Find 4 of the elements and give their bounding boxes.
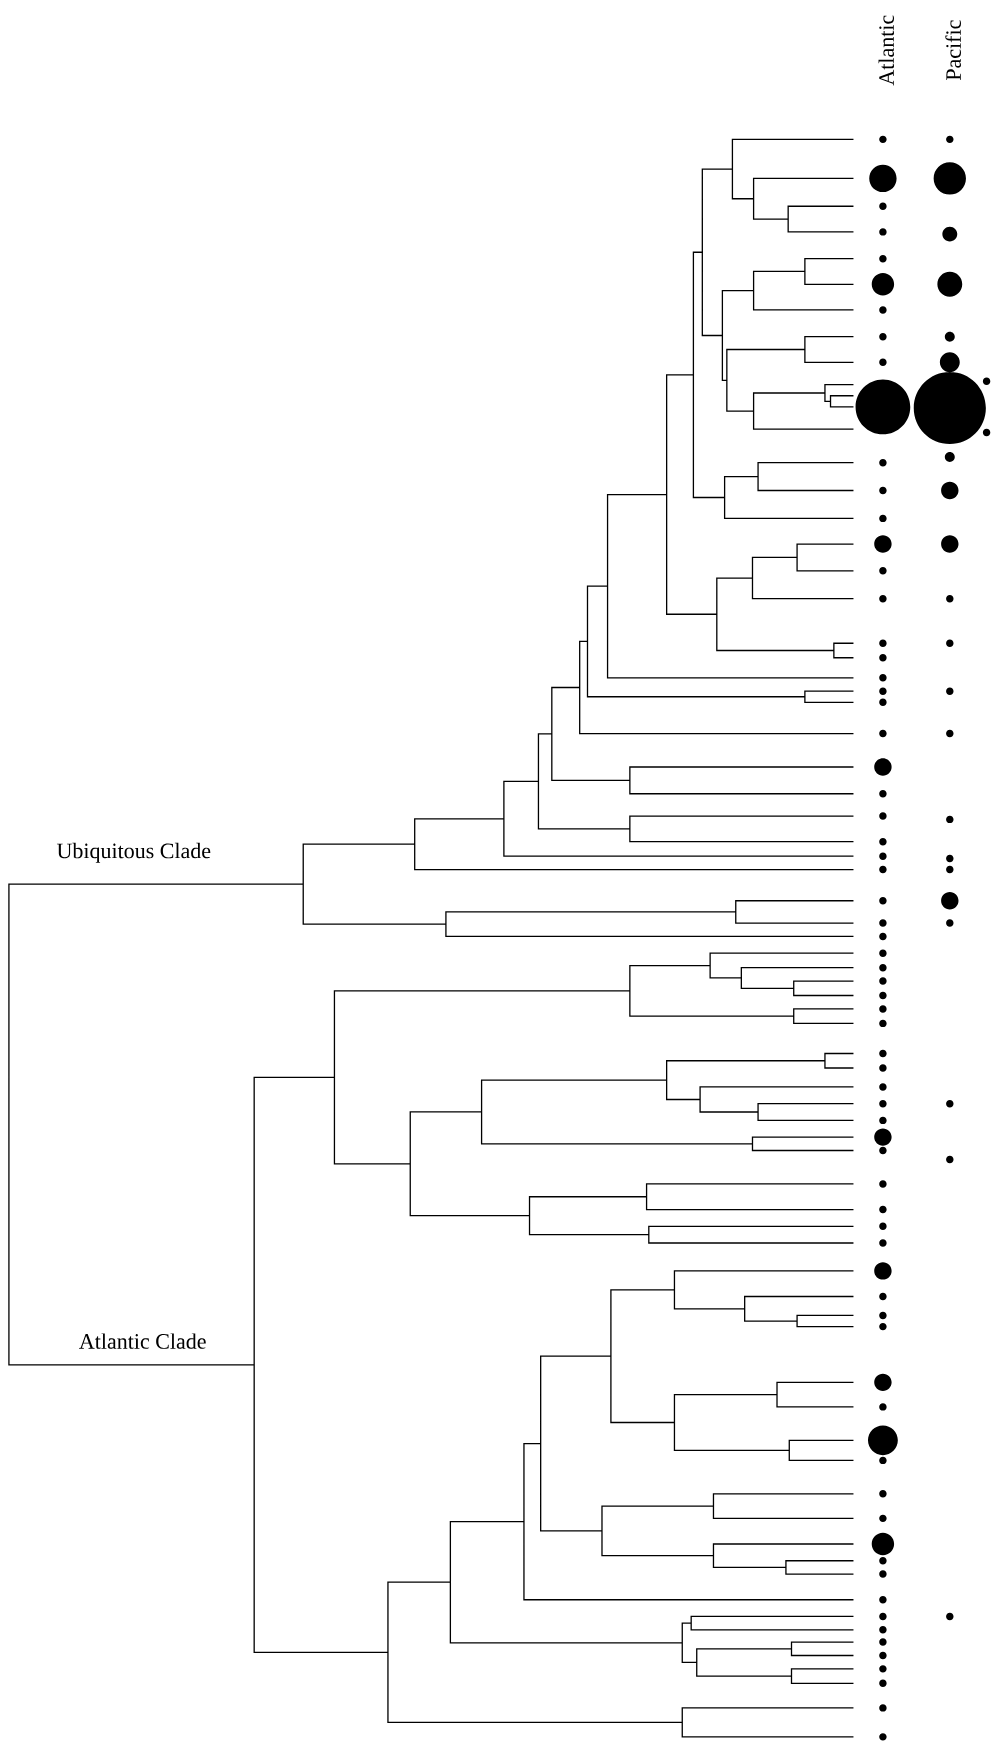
clade-label: Ubiquitous Clade bbox=[57, 842, 211, 863]
column-header: Pacific bbox=[945, 20, 962, 81]
clade-label: Atlantic Clade bbox=[79, 1333, 206, 1349]
column-header: Atlantic bbox=[878, 15, 895, 86]
